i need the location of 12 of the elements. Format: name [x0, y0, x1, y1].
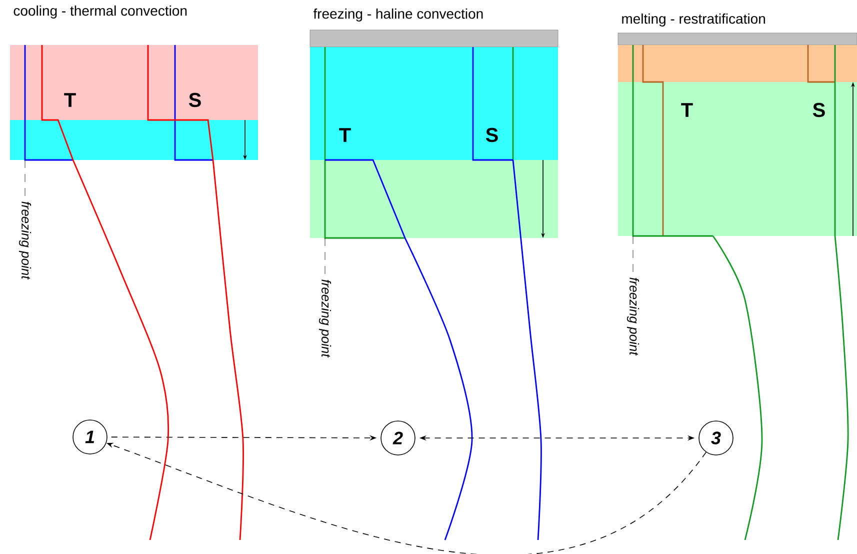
profile-label: T — [64, 93, 76, 107]
panel-title: cooling - thermal convection — [14, 5, 187, 19]
axis-label: freezing point — [18, 202, 32, 280]
axis-label: freezing point — [626, 278, 640, 356]
panel-title: melting - restratification — [622, 13, 765, 27]
profile-label: S — [812, 102, 825, 118]
panel-title: freezing - haline convection — [313, 8, 483, 22]
axis-label: freezing point — [318, 280, 332, 358]
profile-label: S — [188, 92, 201, 108]
profile-label: T — [339, 128, 351, 142]
profile-label: S — [486, 128, 498, 142]
profile-label: T — [681, 103, 693, 117]
